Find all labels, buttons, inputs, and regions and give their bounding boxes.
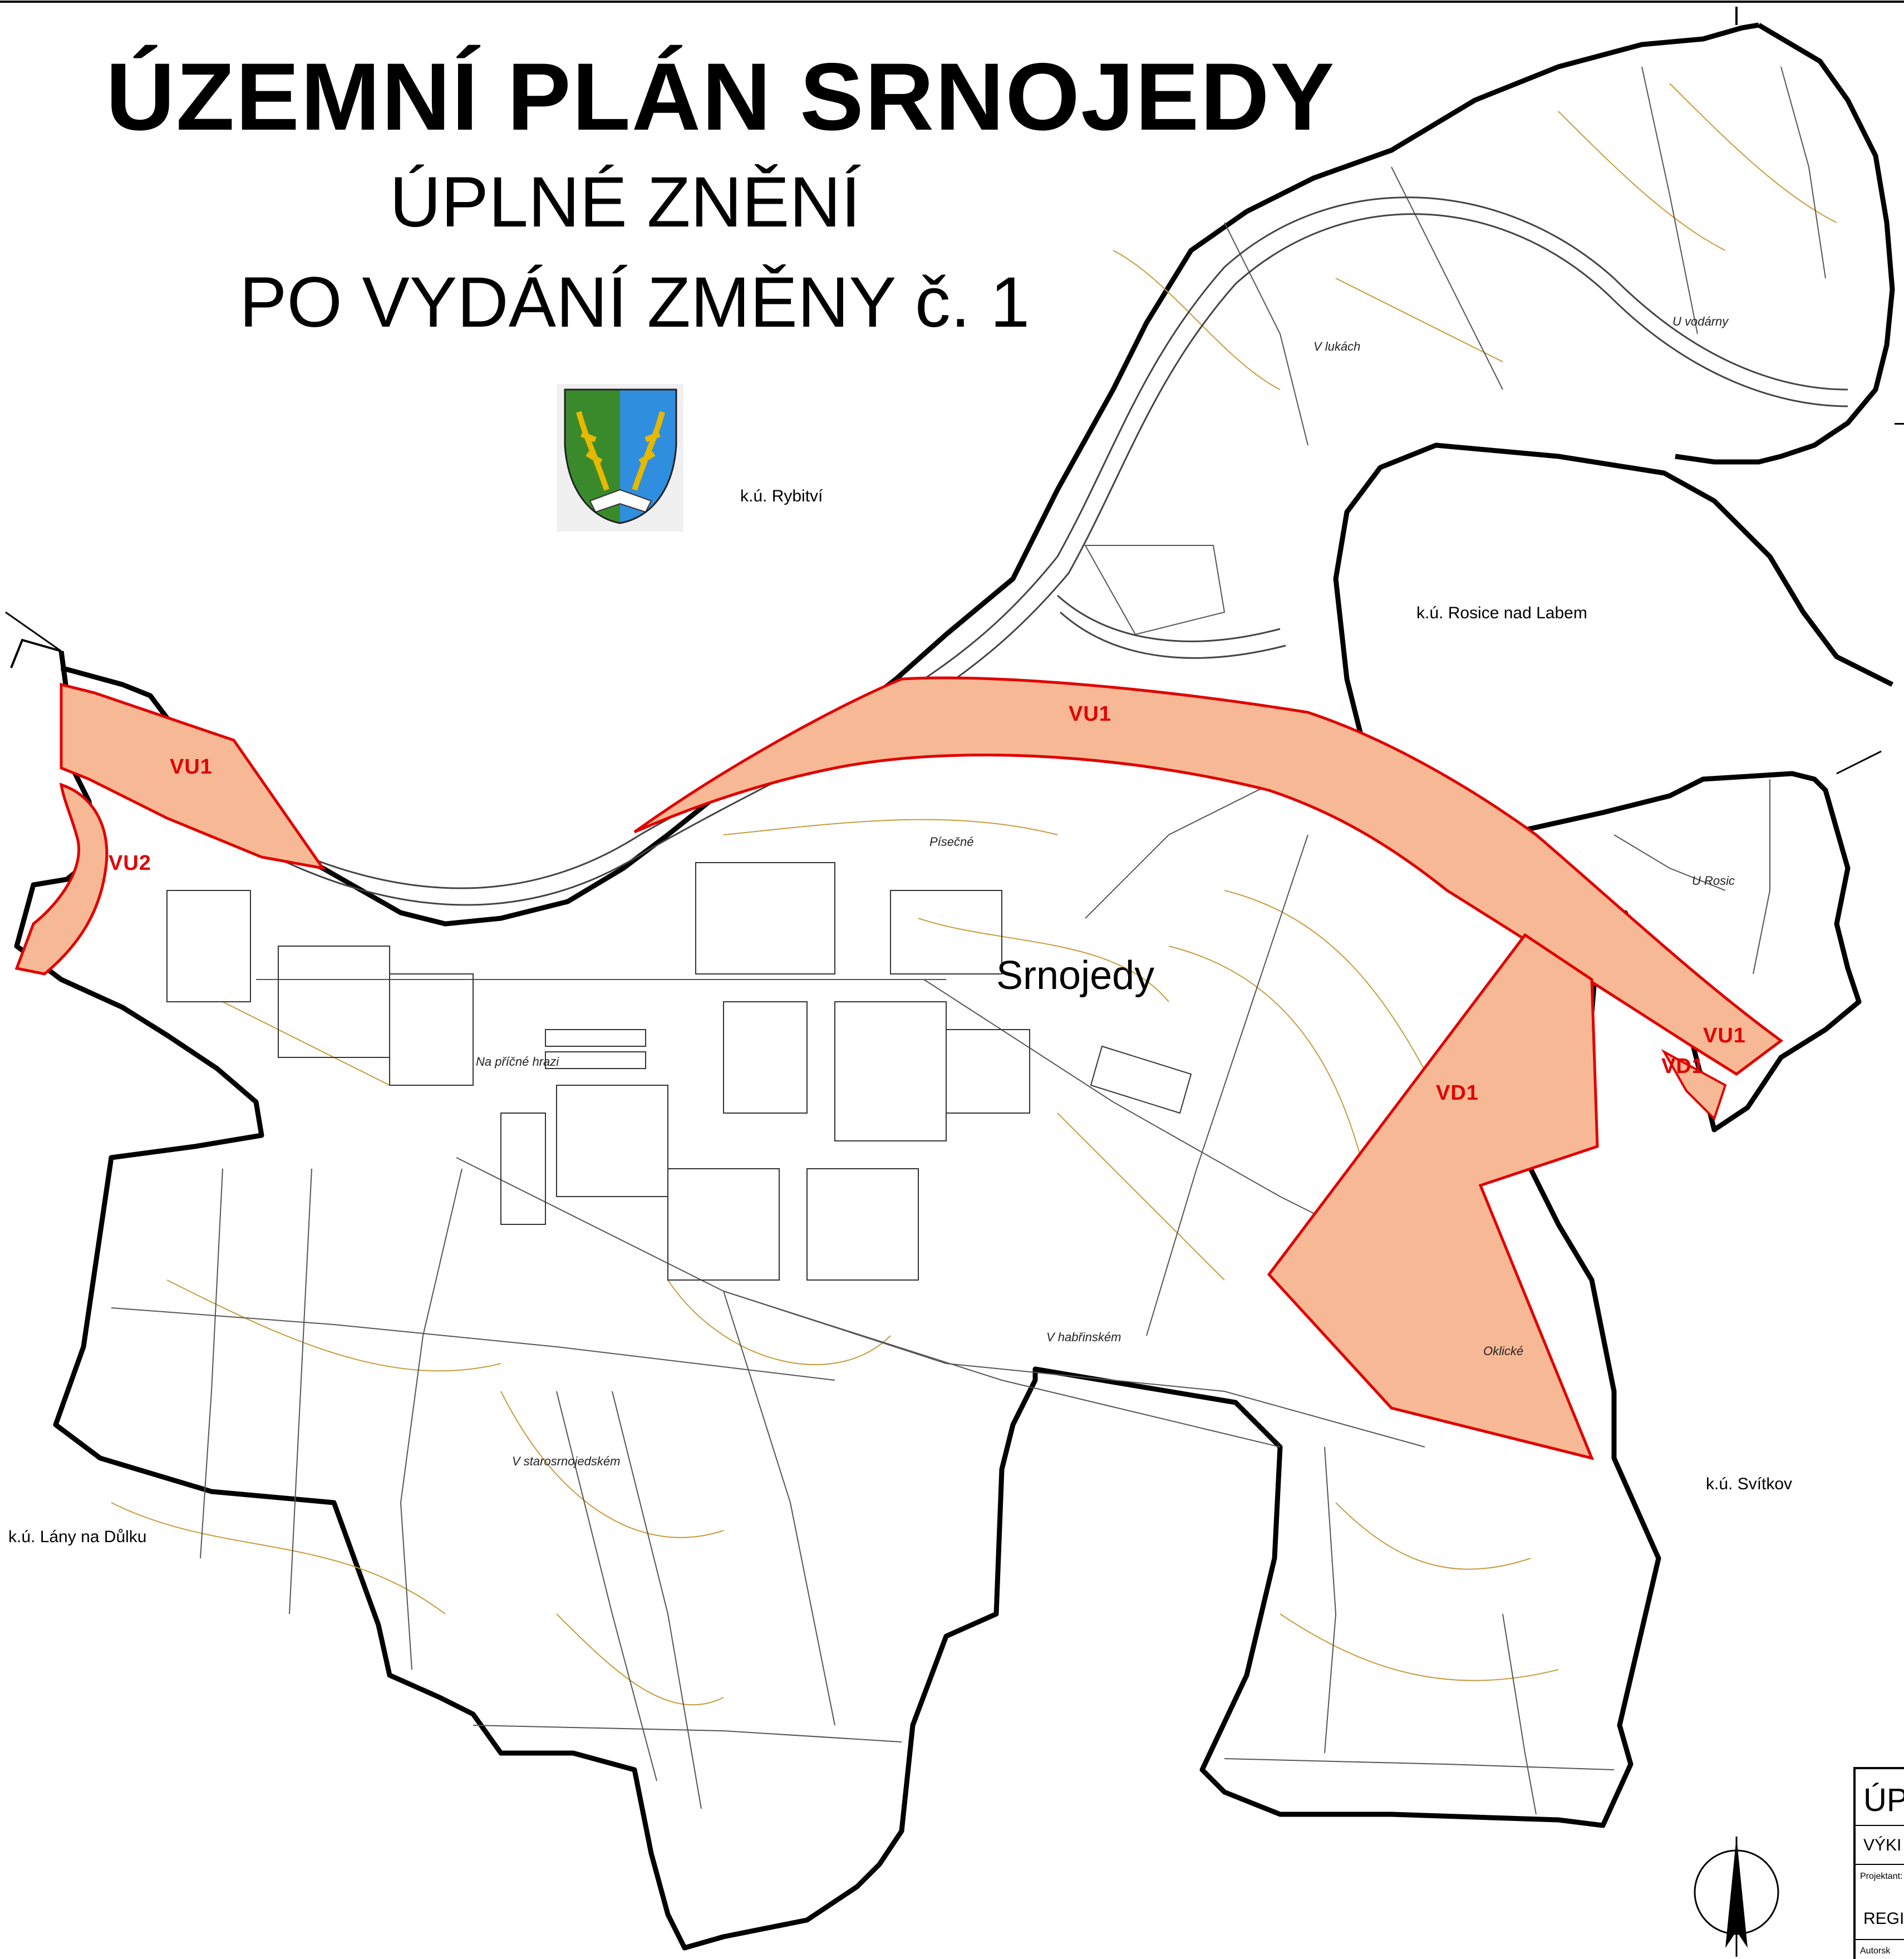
map-subtitle-1: ÚPLNÉ ZNĚNÍ bbox=[390, 163, 861, 242]
built-up-area bbox=[166, 862, 1192, 1281]
zone-vu1-main bbox=[633, 676, 1784, 1076]
zone-vu2 bbox=[14, 782, 109, 976]
north-loop-boundary bbox=[1675, 23, 1895, 465]
cadastral-label-rosice: k.ú. Rosice nad Labem bbox=[1416, 604, 1587, 622]
municipal-boundary bbox=[14, 442, 1894, 1951]
title-block-projektant-label: Projektant: bbox=[1860, 1872, 1903, 1881]
title-block-projektant: REGI bbox=[1863, 1909, 1904, 1928]
title-block-autor-label: Autorsk bbox=[1860, 1946, 1891, 1956]
zone-label-vu2: VU2 bbox=[109, 851, 151, 875]
zone-label-vd1-east: VD1 bbox=[1661, 1055, 1704, 1078]
cadastral-label-rybitvi: k.ú. Rybitví bbox=[740, 487, 823, 505]
locality-oklicke: Oklické bbox=[1483, 1344, 1524, 1358]
west-boundary-2 bbox=[60, 22, 1759, 927]
locality-pisecne: Písečné bbox=[929, 835, 974, 849]
zone-label-vd1: VD1 bbox=[1436, 1081, 1479, 1105]
zone-label-vu1-west: VU1 bbox=[170, 755, 213, 779]
zone-vu1-west bbox=[60, 682, 326, 870]
zone-label-vu1-main: VU1 bbox=[1069, 702, 1111, 726]
cadastral-label-svitkov: k.ú. Svítkov bbox=[1706, 1475, 1793, 1493]
legend-edge-mark bbox=[1895, 423, 1904, 425]
map-title: ÚZEMNÍ PLÁN SRNOJEDY bbox=[106, 43, 1336, 150]
coat-of-arms-icon bbox=[557, 384, 683, 531]
river-banks bbox=[150, 196, 1848, 906]
north-arrow-icon bbox=[1694, 1837, 1779, 1957]
title-block: ÚP VÝKI Projektant: REGI Autorsk bbox=[1853, 1767, 1904, 1959]
title-block-subtitle: VÝKI bbox=[1863, 1836, 1902, 1854]
locality-v-habrinskem: V habřinském bbox=[1046, 1330, 1121, 1344]
locality-v-lukach: V lukách bbox=[1313, 339, 1361, 353]
west-boundary bbox=[10, 638, 62, 668]
title-block-code: ÚP bbox=[1863, 1782, 1904, 1818]
town-label: Srnojedy bbox=[996, 953, 1155, 998]
locality-u-rosic: U Rosic bbox=[1692, 874, 1735, 888]
locality-v-starosrnojedskem: V starosrnojedském bbox=[512, 1454, 621, 1468]
zone-vd1 bbox=[1267, 933, 1727, 1460]
map-subtitle-2: PO VYDÁNÍ ZMĚNY č. 1 bbox=[239, 263, 1030, 342]
zone-label-vu1-east: VU1 bbox=[1703, 1024, 1746, 1047]
cadastral-label-lany: k.ú. Lány na Důlku bbox=[8, 1528, 147, 1546]
contour-lines bbox=[111, 83, 1837, 1706]
locality-na-pricne-hrazi: Na příčné hrazi bbox=[476, 1055, 559, 1069]
locality-u-vodarny: U vodárny bbox=[1672, 314, 1729, 328]
